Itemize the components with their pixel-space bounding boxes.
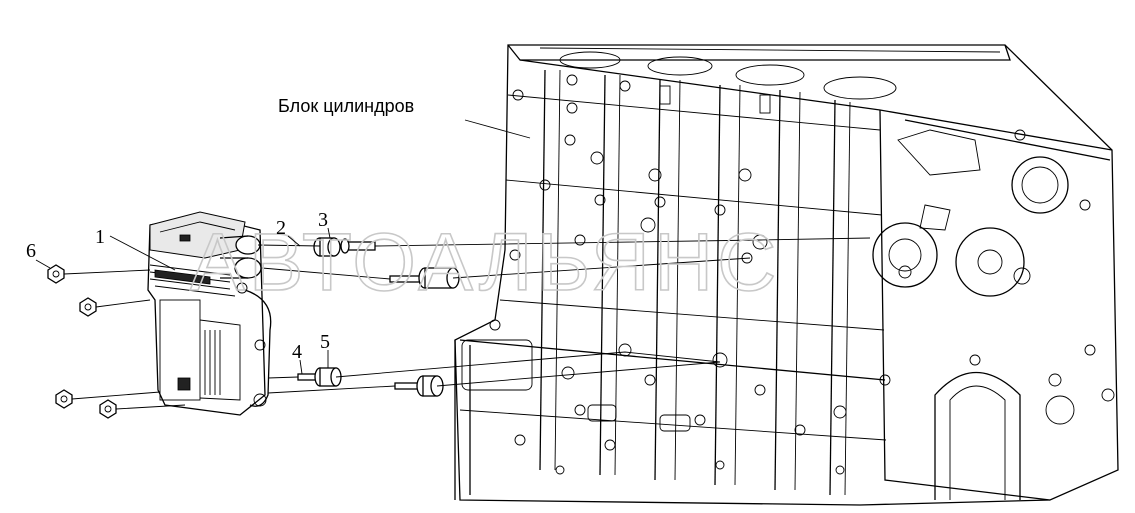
ecu-module [147, 211, 272, 416]
nut-6-second [79, 297, 97, 317]
callout-2: 2 [276, 217, 286, 239]
callout-4: 4 [292, 341, 302, 363]
nut-6-third [55, 389, 73, 409]
watermark: АВТОАЛЬЯНС [190, 217, 780, 308]
callout-3: 3 [318, 209, 328, 231]
callouts: 1 2 3 4 5 6 [26, 209, 331, 375]
callout-6: 6 [26, 240, 36, 262]
block-caption: Блок цилиндров [278, 96, 414, 116]
heatsink-hatching [149, 264, 236, 297]
nut-6-fourth [99, 399, 117, 419]
callout-1: 1 [95, 226, 105, 248]
stud-lower-second [394, 375, 444, 397]
nut-6-top [47, 264, 65, 284]
cylinder-block [454, 44, 1119, 506]
block-caption-leader [464, 119, 531, 139]
assembly-lines [63, 237, 871, 410]
callout-5: 5 [320, 331, 330, 353]
spacer-2 [313, 237, 341, 257]
